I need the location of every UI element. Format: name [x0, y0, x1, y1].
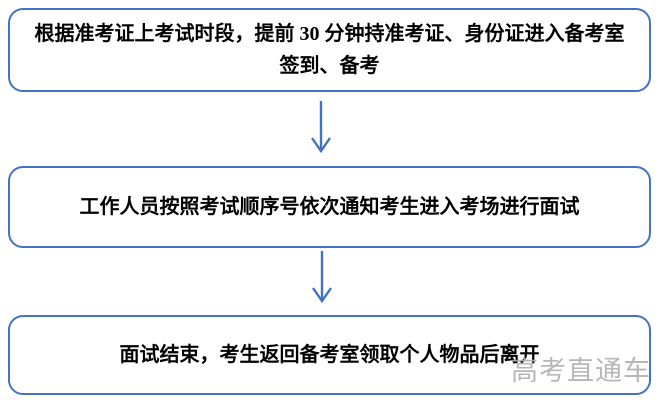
step-1-text-line-1: 根据准考证上考试时段，提前 30 分钟持准考证、身份证进入备考室 — [34, 23, 625, 45]
flow-step-box-2: 工作人员按照考试顺序号依次通知考生进入考场进行面试 — [8, 166, 651, 248]
down-arrow-icon — [312, 251, 332, 304]
step-1-text-line-2: 签到、备考 — [279, 55, 380, 77]
flow-step-box-3: 面试结束，考生返回备考室领取个人物品后离开 — [8, 315, 651, 395]
step-3-text-line-1: 面试结束，考生返回备考室领取个人物品后离开 — [119, 344, 540, 366]
down-arrow-icon — [311, 101, 331, 154]
step-2-text-line-1: 工作人员按照考试顺序号依次通知考生进入考场进行面试 — [79, 196, 580, 218]
flow-step-box-1: 根据准考证上考试时段，提前 30 分钟持准考证、身份证进入备考室 签到、备考 — [8, 8, 651, 92]
